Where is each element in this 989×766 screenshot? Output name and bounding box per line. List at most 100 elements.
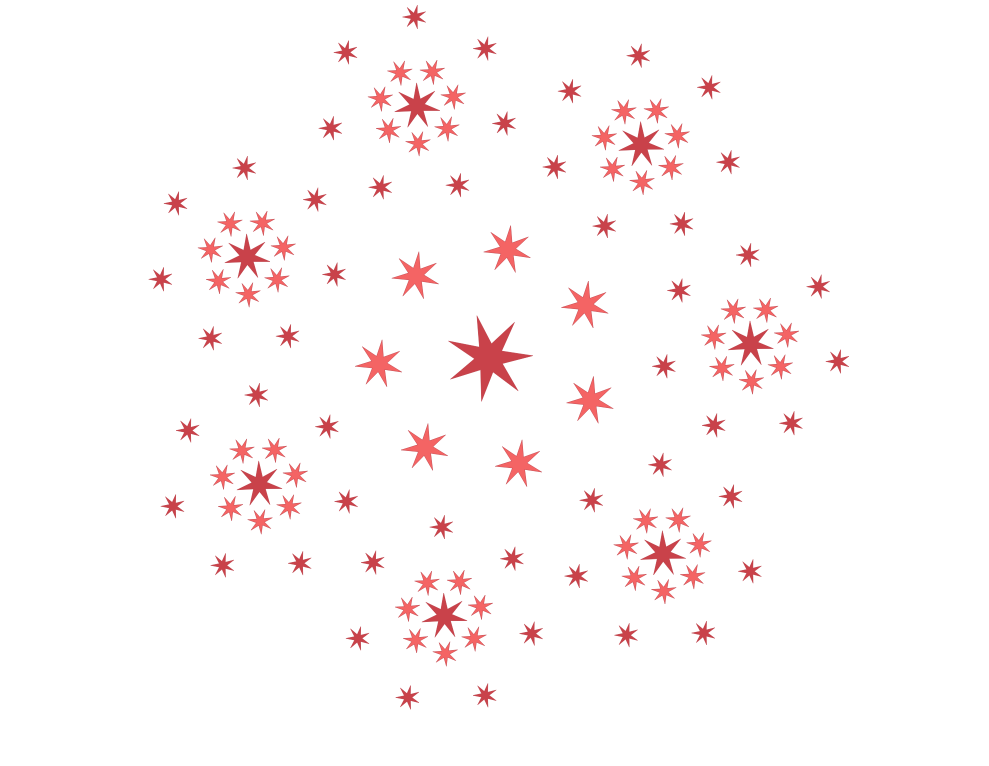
center-star	[232, 156, 256, 180]
star	[395, 596, 420, 622]
star	[270, 235, 296, 261]
center-star	[244, 383, 269, 407]
star	[599, 156, 625, 182]
center-star	[318, 116, 343, 141]
star	[709, 356, 735, 381]
center-star	[492, 111, 516, 136]
center-star	[210, 553, 235, 578]
star	[405, 131, 431, 157]
star	[403, 628, 428, 654]
center-star	[738, 559, 762, 584]
center-star	[614, 623, 638, 648]
star	[613, 534, 639, 560]
star	[446, 569, 472, 595]
center-star	[445, 173, 470, 198]
star	[440, 84, 466, 110]
center-star	[345, 626, 370, 651]
center-star	[667, 278, 691, 303]
star	[651, 579, 677, 605]
star	[249, 210, 275, 236]
star	[391, 251, 439, 299]
center-star	[648, 452, 672, 477]
center-star	[500, 546, 524, 571]
star	[701, 324, 727, 350]
star	[434, 116, 460, 142]
star	[247, 509, 273, 535]
center-star	[163, 191, 188, 216]
center-star	[716, 150, 740, 175]
center-star	[718, 484, 743, 509]
star	[282, 462, 308, 488]
star	[591, 125, 617, 151]
center-star	[198, 326, 222, 351]
star	[483, 225, 531, 273]
center-star	[669, 211, 694, 236]
center-star	[395, 685, 420, 710]
center-star	[224, 233, 271, 279]
star	[387, 60, 413, 86]
star	[217, 211, 243, 237]
center-star	[728, 320, 774, 366]
star	[686, 532, 712, 558]
star	[495, 439, 543, 487]
center-star	[160, 494, 185, 519]
center-star	[236, 460, 283, 506]
star	[643, 98, 669, 124]
center-star	[360, 550, 385, 575]
star	[738, 369, 764, 395]
star	[629, 170, 655, 195]
star	[658, 155, 684, 181]
center-star	[701, 413, 726, 438]
star	[414, 570, 440, 596]
center-star	[592, 214, 616, 239]
star	[197, 237, 223, 263]
center-star	[368, 175, 392, 200]
center-star	[519, 621, 543, 646]
star	[621, 565, 647, 591]
star	[467, 594, 493, 620]
center-star	[448, 315, 533, 402]
center-star	[275, 324, 300, 349]
center-star	[394, 82, 440, 128]
center-star	[303, 187, 327, 212]
center-star	[421, 592, 468, 638]
star	[665, 507, 691, 533]
star	[276, 494, 302, 520]
star-fractal	[148, 5, 850, 710]
center-star	[564, 564, 588, 589]
center-star	[287, 551, 312, 576]
star	[566, 376, 614, 424]
star	[375, 118, 401, 143]
star	[774, 322, 800, 348]
center-star	[333, 40, 358, 65]
center-star	[779, 411, 803, 436]
center-star	[557, 79, 582, 104]
center-star	[825, 349, 850, 374]
center-star	[322, 262, 346, 287]
star	[561, 280, 609, 329]
center-star	[697, 75, 721, 100]
center-star	[735, 243, 760, 267]
star	[354, 339, 403, 387]
center-star	[691, 621, 716, 645]
star	[767, 354, 793, 380]
center-star	[334, 489, 358, 514]
center-star	[472, 683, 497, 708]
star	[367, 86, 393, 112]
star	[633, 508, 659, 534]
center-star	[626, 43, 650, 68]
star	[400, 423, 448, 471]
center-star	[473, 36, 497, 61]
star	[720, 298, 746, 324]
star	[461, 626, 487, 652]
center-star	[652, 354, 676, 379]
star	[611, 99, 637, 125]
center-star	[579, 488, 604, 513]
center-star	[175, 418, 200, 443]
star	[664, 123, 690, 149]
center-star	[315, 414, 339, 439]
center-star	[429, 515, 454, 540]
center-star	[402, 5, 426, 29]
star	[209, 464, 235, 490]
